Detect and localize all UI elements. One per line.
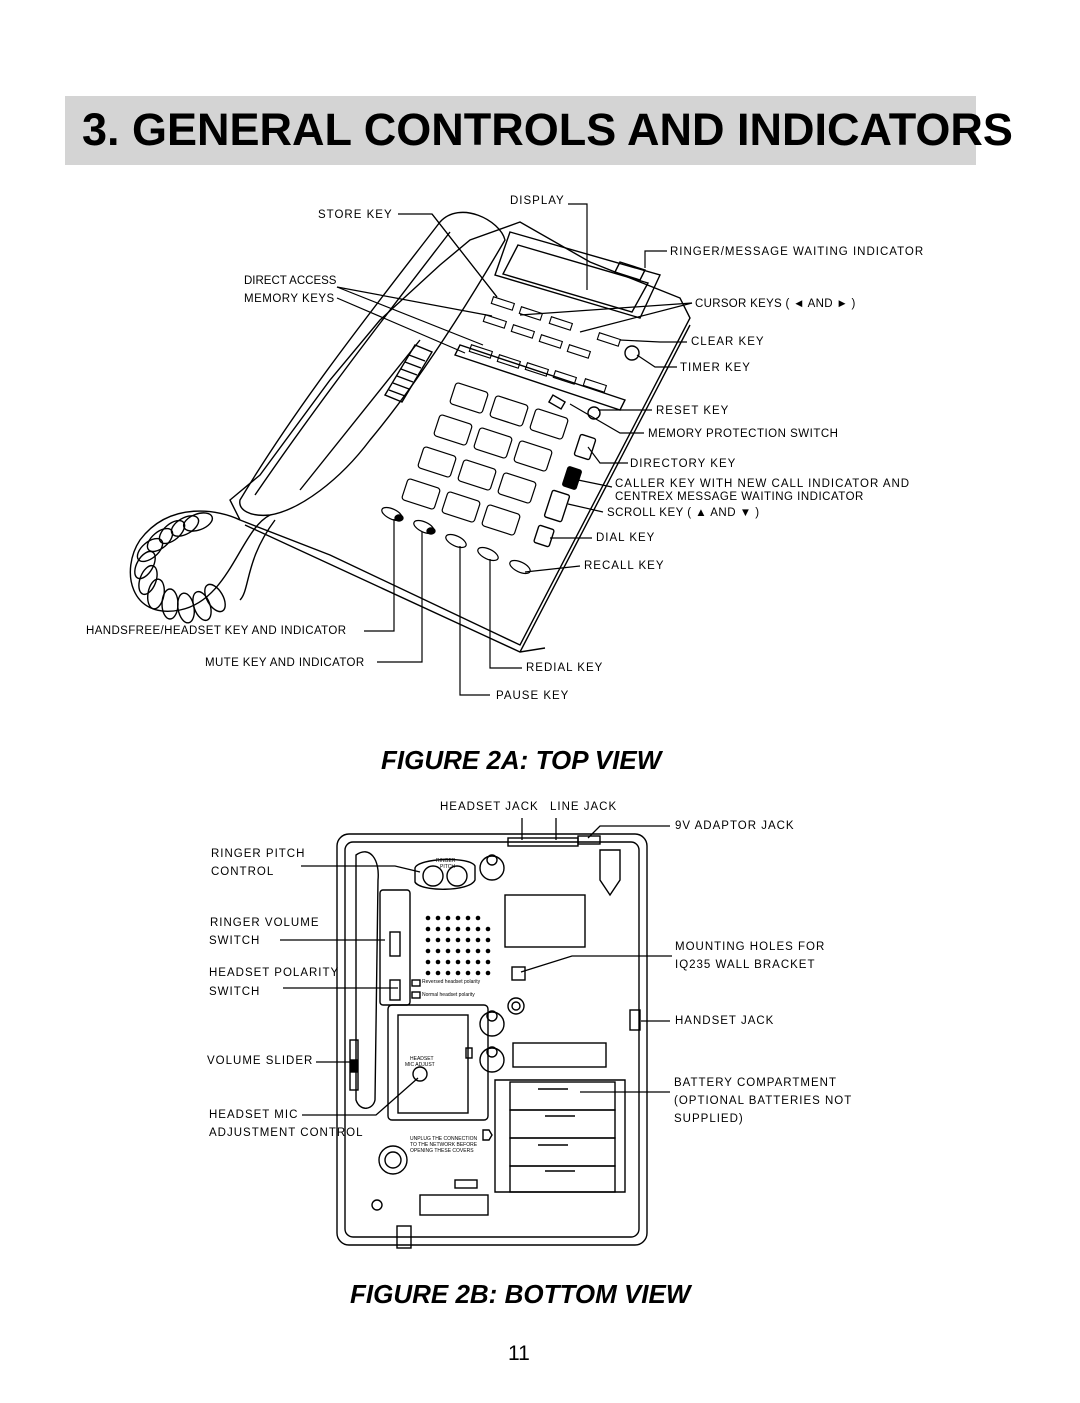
label-battery-line2: (OPTIONAL BATTERIES NOT <box>674 1095 853 1107</box>
label-mounting-holes-line2: IQ235 WALL BRACKET <box>675 959 816 971</box>
label-adaptor-jack: 9V ADAPTOR JACK <box>675 820 795 832</box>
label-memory-keys: MEMORY KEYS <box>244 293 335 305</box>
label-caller-key-line2: CENTREX MESSAGE WAITING INDICATOR <box>615 491 864 503</box>
label-reset-key: RESET KEY <box>656 405 730 417</box>
label-battery-line1: BATTERY COMPARTMENT <box>674 1077 837 1089</box>
label-headset-mic-line1: HEADSET MIC <box>209 1109 299 1121</box>
heading-bar <box>65 96 976 165</box>
device-unplug-print-3: OPENING THESE COVERS <box>410 1148 474 1154</box>
label-pause-key: PAUSE KEY <box>496 690 570 702</box>
label-dial-key: DIAL KEY <box>596 532 656 544</box>
page-number: 11 <box>508 1342 530 1365</box>
label-display: DISPLAY <box>510 195 565 207</box>
label-directory-key: DIRECTORY KEY <box>630 458 737 470</box>
device-normal-polarity-print: Normal headset polarity <box>422 992 475 998</box>
label-timer-key: TIMER KEY <box>680 362 751 374</box>
label-headset-polarity-line1: HEADSET POLARITY <box>209 967 340 979</box>
label-ringer-volume-line2: SWITCH <box>209 935 261 947</box>
label-scroll-key: SCROLL KEY ( ▲ AND ▼ ) <box>607 507 760 519</box>
label-caller-key-line1: CALLER KEY WITH NEW CALL INDICATOR AND <box>615 478 911 490</box>
device-unplug-print-1: UNPLUG THE CONNECTION <box>410 1136 478 1142</box>
label-recall-key: RECALL KEY <box>584 560 665 572</box>
section-heading: 3. GENERAL CONTROLS AND INDICATORS <box>82 104 1013 155</box>
figure-2a-caption: FIGURE 2A: TOP VIEW <box>381 745 662 775</box>
label-ringer-pitch-line1: RINGER PITCH <box>211 848 306 860</box>
label-ringer-volume-line1: RINGER VOLUME <box>210 917 320 929</box>
label-volume-slider: VOLUME SLIDER <box>207 1055 314 1067</box>
label-direct-access: DIRECT ACCESS <box>244 275 337 287</box>
label-mute-key: MUTE KEY AND INDICATOR <box>205 657 365 669</box>
label-handsfree-key: HANDSFREE/HEADSET KEY AND INDICATOR <box>86 625 347 637</box>
label-headset-jack-top: HEADSET JACK <box>440 801 539 813</box>
device-headset-print: HEADSET <box>410 1056 434 1062</box>
device-ringer-print: RINGER <box>436 858 456 864</box>
label-handset-jack: HANDSET JACK <box>675 1015 775 1027</box>
top-view-drawing <box>129 203 693 696</box>
label-ringer-message-indicator: RINGER/MESSAGE WAITING INDICATOR <box>670 246 925 258</box>
device-mic-adjust-print: MIC ADJUST <box>405 1062 435 1068</box>
label-mounting-holes-line1: MOUNTING HOLES FOR <box>675 941 826 953</box>
device-reversed-polarity-print: Reversed headset polarity <box>422 979 481 985</box>
label-headset-polarity-line2: SWITCH <box>209 986 261 998</box>
label-battery-line3: SUPPLIED) <box>674 1113 744 1125</box>
label-headset-mic-line2: ADJUSTMENT CONTROL <box>209 1127 364 1139</box>
label-store-key: STORE KEY <box>318 209 393 221</box>
label-cursor-keys: CURSOR KEYS ( ◄ AND ► ) <box>695 298 856 310</box>
label-clear-key: CLEAR KEY <box>691 336 765 348</box>
device-unplug-print-2: TO THE NETWORK BEFORE <box>410 1142 478 1148</box>
label-ringer-pitch-line2: CONTROL <box>211 866 275 878</box>
figure-2b-caption: FIGURE 2B: BOTTOM VIEW <box>350 1279 691 1309</box>
label-memory-protection-switch: MEMORY PROTECTION SWITCH <box>648 428 839 440</box>
label-line-jack: LINE JACK <box>550 801 618 813</box>
label-redial-key: REDIAL KEY <box>526 662 604 674</box>
device-pitch-print: PITCH <box>440 864 455 870</box>
